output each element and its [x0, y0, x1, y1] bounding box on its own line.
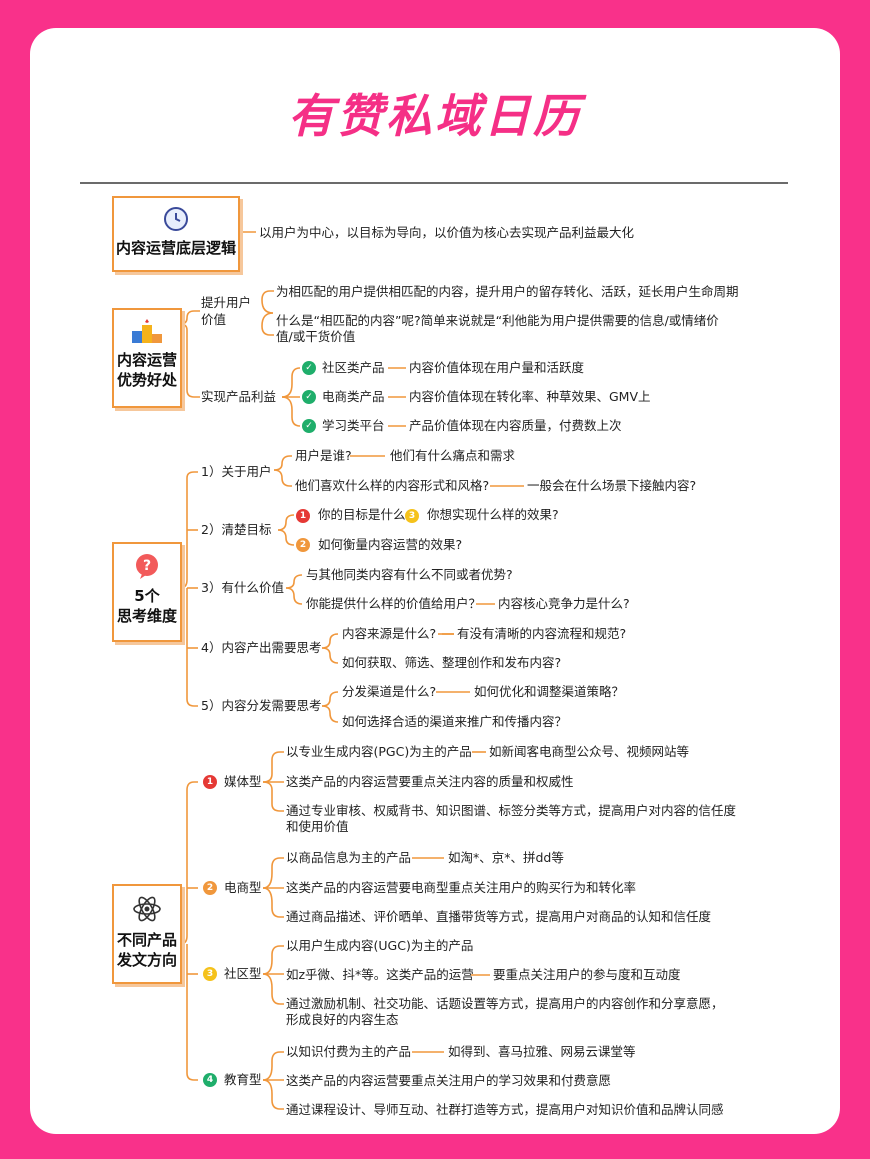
check-icon: ✓ [302, 361, 316, 375]
number-badge: 1 [203, 775, 217, 789]
divider [80, 182, 788, 184]
type-community: 社区型 [224, 966, 262, 981]
comm-b: 如z乎微、抖*等。这类产品的运营 [286, 967, 474, 982]
benefit-item-desc: 内容价值体现在转化率、种草效果、GMV上 [409, 389, 651, 404]
section-direction-label-2: 发文方向 [116, 951, 177, 969]
think-dim-5: 5）内容分发需要思考 [201, 698, 322, 713]
section-think-label-1: 5个 [134, 587, 160, 605]
svg-text:?: ? [143, 558, 151, 574]
number-badge: 2 [296, 538, 310, 552]
content-card: 有赞私域日历 [30, 28, 840, 1134]
think-3b: 你能提供什么样的价值给用户？ [306, 596, 482, 611]
type-education: 教育型 [224, 1072, 262, 1087]
think-dim-3: 3）有什么价值 [201, 580, 284, 595]
think-2b: 你想实现什么样的效果? [427, 507, 559, 522]
check-icon: ✓ [302, 419, 316, 433]
edu-a: 以知识付费为主的产品 [286, 1044, 412, 1059]
benefit-branch-2: 实现产品利益 [201, 389, 277, 404]
think-3c: 内容核心竞争力是什么? [498, 596, 630, 611]
media-a: 以专业生成内容(PGC)为主的产品 [286, 744, 472, 759]
benefit-item-name: 电商类产品 [322, 389, 385, 404]
edu-d: 通过课程设计、导师互动、社群打造等方式，提高用户对知识价值和品牌认同感 [286, 1102, 724, 1117]
number-badge: 2 [203, 881, 217, 895]
type-media: 媒体型 [224, 774, 262, 789]
question-icon: ? [136, 554, 158, 579]
think-dim-2: 2）清楚目标 [201, 522, 272, 537]
think-5b: 如何优化和调整渠道策略？ [474, 684, 625, 699]
number-badge: 1 [296, 509, 310, 523]
think-2c: 如何衡量内容运营的效果? [318, 537, 463, 552]
think-1a: 用户是谁? [295, 448, 352, 463]
comm-c: 要重点关注用户的参与度和互动度 [493, 967, 681, 982]
think-5c: 如何选择合适的渠道来推广和传播内容？ [342, 714, 568, 729]
section-direction-label-1: 不同产品 [116, 931, 177, 949]
think-4c: 如何获取、筛选、整理创作和发布内容? [342, 655, 562, 670]
think-1c: 他们喜欢什么样的内容形式和风格? [295, 478, 490, 493]
benefit-text-2: 什么是“相匹配的内容”呢?简单来说就是“利他能为用户提供需要的信息/或情绪价值/… [276, 313, 719, 344]
section-logic-box: 内容运营底层逻辑 [112, 196, 240, 272]
number-badge: 3 [405, 509, 419, 523]
think-1d: 一般会在什么场景下接触内容? [527, 478, 697, 493]
ecom-c: 这类产品的内容运营要电商型重点关注用户的购买行为和转化率 [286, 880, 637, 895]
think-4a: 内容来源是什么? [342, 626, 437, 641]
podium-icon [132, 319, 162, 343]
benefit-text-1: 为相匹配的用户提供相匹配的内容，提升用户的留存转化、活跃，延长用户生命周期 [276, 284, 739, 299]
page-title: 有赞私域日历 [288, 89, 582, 143]
think-dim-4: 4）内容产出需要思考 [201, 640, 322, 655]
benefit-item-desc: 产品价值体现在内容质量，付费数上次 [409, 418, 622, 433]
benefit-branch-1a: 提升用户 [201, 295, 252, 310]
benefit-item-name: 学习类平台 [322, 418, 385, 433]
section-think-label-2: 思考维度 [116, 607, 177, 625]
think-3a: 与其他同类内容有什么不同或者优势? [306, 567, 513, 582]
check-icon: ✓ [302, 390, 316, 404]
clock-icon [164, 207, 188, 231]
think-1b: 他们有什么痛点和需求 [390, 448, 516, 463]
section-logic-label: 内容运营底层逻辑 [115, 239, 236, 257]
edu-c: 这类产品的内容运营要重点关注用户的学习效果和付费意愿 [286, 1073, 612, 1088]
section-think-box: ? 5个 思考维度 [112, 542, 182, 642]
think-dim-1: 1）关于用户 [201, 464, 272, 479]
atom-icon [133, 896, 161, 922]
benefit-item-name: 社区类产品 [322, 360, 385, 375]
ecom-d: 通过商品描述、评价晒单、直播带货等方式，提高用户对商品的认知和信任度 [286, 909, 712, 924]
type-ecommerce: 电商型 [224, 880, 262, 895]
ecom-b: 如淘*、京*、拼dd等 [448, 850, 564, 865]
think-2a: 你的目标是什么 [318, 507, 406, 522]
logic-text: 以用户为中心，以目标为导向，以价值为核心去实现产品利益最大化 [259, 225, 635, 240]
media-b: 如新闻客电商型公众号、视频网站等 [489, 744, 690, 759]
media-d: 通过专业审核、权威背书、知识图谱、标签分类等方式，提高用户对内容的信任度和使用价… [286, 803, 737, 834]
connector-lines [179, 231, 524, 1110]
benefit-item-desc: 内容价值体现在用户量和活跃度 [409, 360, 585, 375]
comm-a: 以用户生成内容(UGC)为主的产品 [286, 938, 474, 953]
section-benefit-label-2: 优势好处 [116, 371, 177, 389]
think-5a: 分发渠道是什么? [342, 684, 437, 699]
edu-b: 如得到、喜马拉雅、网易云课堂等 [448, 1044, 636, 1059]
media-c: 这类产品的内容运营要重点关注内容的质量和权威性 [286, 774, 574, 789]
comm-d: 通过激励机制、社交功能、话题设置等方式，提高用户的内容创作和分享意愿，形成良好的… [286, 996, 724, 1027]
think-4b: 有没有清晰的内容流程和规范? [457, 626, 627, 641]
ecom-a: 以商品信息为主的产品 [286, 850, 412, 865]
benefit-branch-1b: 价值 [201, 312, 227, 327]
section-benefit-box: 内容运营 优势好处 [112, 308, 182, 408]
section-direction-box: 不同产品 发文方向 [112, 884, 182, 984]
section-benefit-label-1: 内容运营 [116, 351, 177, 369]
number-badge: 4 [203, 1073, 217, 1087]
number-badge: 3 [203, 967, 217, 981]
